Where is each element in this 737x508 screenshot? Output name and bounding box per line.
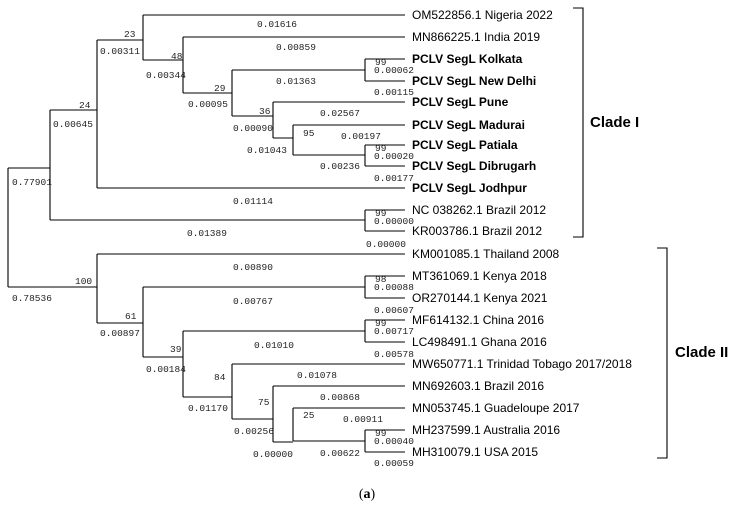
branch-length: 0.00040 [374,436,414,447]
bootstrap-value: 25 [303,410,315,421]
branch-length: 0.01078 [297,370,337,381]
taxon-label: MH237599.1 Australia 2016 [412,423,560,437]
branch-length: 0.00717 [374,326,414,337]
branch-length: 0.77901 [12,177,52,188]
taxon-label: MN053745.1 Guadeloupe 2017 [412,401,580,415]
bootstrap-value: 98 [375,274,387,285]
bootstrap-value: 61 [125,311,137,322]
branch-length: 0.00236 [320,161,360,172]
taxon-labels: OM522856.1 Nigeria 2022 MN866225.1 India… [412,8,632,459]
taxon-label: MT361069.1 Kenya 2018 [412,269,547,283]
bootstrap-value: 99 [375,57,387,68]
branch-length: 0.00890 [233,262,273,273]
bootstrap-value: 39 [170,344,182,355]
clade2-label: Clade II [675,344,728,361]
taxon-label: PCLV SegL Pune [412,95,509,109]
taxon-label: NC 038262.1 Brazil 2012 [412,203,546,217]
branch-length: 0.00767 [233,296,273,307]
branch-length: 0.00115 [374,87,414,98]
taxon-label: MH310079.1 USA 2015 [412,445,538,459]
tree-branches [7,14,405,453]
bootstrap-value: 29 [214,83,226,94]
branch-length: 0.00095 [188,99,228,110]
taxon-label: PCLV SegL Dibrugarh [412,159,536,173]
taxon-label: OM522856.1 Nigeria 2022 [412,8,553,22]
branch-length: 0.00059 [374,458,414,469]
bootstrap-value: 84 [214,372,226,383]
branch-length: 0.01010 [254,340,294,351]
figure-caption: (a) [359,487,376,502]
branch-length: 0.01114 [233,196,273,207]
branch-length: 0.00090 [233,123,273,134]
taxon-label: MW650771.1 Trinidad Tobago 2017/2018 [412,357,632,371]
taxon-label: MF614132.1 China 2016 [412,313,544,327]
bootstrap-value: 100 [75,276,92,287]
taxon-label: MN866225.1 India 2019 [412,30,540,44]
branch-length: 0.01043 [247,145,287,156]
taxon-label: KM001085.1 Thailand 2008 [412,247,560,261]
branch-length: 0.00062 [374,65,414,76]
bootstrap-value: 95 [303,128,315,139]
bootstrap-value: 24 [79,100,91,111]
branch-length: 0.00197 [341,131,381,142]
branch-length: 0.02567 [320,108,360,119]
bootstrap-value: 48 [171,51,183,62]
branch-length: 0.00344 [146,70,186,81]
clade1-bracket [573,7,584,238]
branch-length: 0.00859 [276,42,316,53]
branch-length: 0.00911 [343,414,383,425]
branch-length: 0.00607 [374,305,414,316]
taxon-label: PCLV SegL Madurai [412,118,525,132]
bootstrap-value: 99 [375,428,387,439]
bootstrap-value: 36 [259,106,271,117]
branch-length: 0.00020 [374,151,414,162]
branch-length: 0.01616 [257,19,297,30]
bootstrap-values: 99 99 95 36 29 48 23 24 99 98 99 99 25 7… [75,29,387,439]
taxon-label: PCLV SegL Jodhpur [412,181,527,195]
bootstrap-value: 99 [375,318,387,329]
bootstrap-value: 99 [375,208,387,219]
branch-length: 0.00088 [374,282,414,293]
branch-length: 0.78536 [12,293,52,304]
taxon-label: KR003786.1 Brazil 2012 [412,224,542,238]
taxon-label: PCLV SegL Patiala [412,138,518,152]
branch-length: 0.00256 [234,426,274,437]
branch-length: 0.00000 [366,239,406,250]
branch-length: 0.00184 [146,364,186,375]
branch-length: 0.01170 [188,403,228,414]
branch-length: 0.00578 [374,349,414,360]
branch-lengths: 0.77901 0.78536 0.00645 0.00311 0.01616 … [12,19,414,469]
taxon-label: PCLV SegL Kolkata [412,52,523,66]
branch-length: 0.00645 [53,119,93,130]
branch-length: 0.00897 [100,328,140,339]
bootstrap-value: 23 [124,29,136,40]
branch-length: 0.00622 [320,448,360,459]
branch-length: 0.01389 [187,228,227,239]
branch-length: 0.00000 [253,449,293,460]
clade1-label: Clade I [590,114,639,131]
bootstrap-value: 99 [375,143,387,154]
clade2-bracket [657,247,668,459]
bootstrap-value: 75 [258,397,270,408]
taxon-label: MN692603.1 Brazil 2016 [412,379,544,393]
branch-length: 0.00177 [374,173,414,184]
branch-length: 0.01363 [276,76,316,87]
taxon-label: OR270144.1 Kenya 2021 [412,291,548,305]
taxon-label: LC498491.1 Ghana 2016 [412,335,547,349]
branch-length: 0.00000 [374,216,414,227]
branch-length: 0.00311 [100,46,140,57]
branch-length: 0.00868 [320,392,360,403]
taxon-label: PCLV SegL New Delhi [412,74,536,88]
